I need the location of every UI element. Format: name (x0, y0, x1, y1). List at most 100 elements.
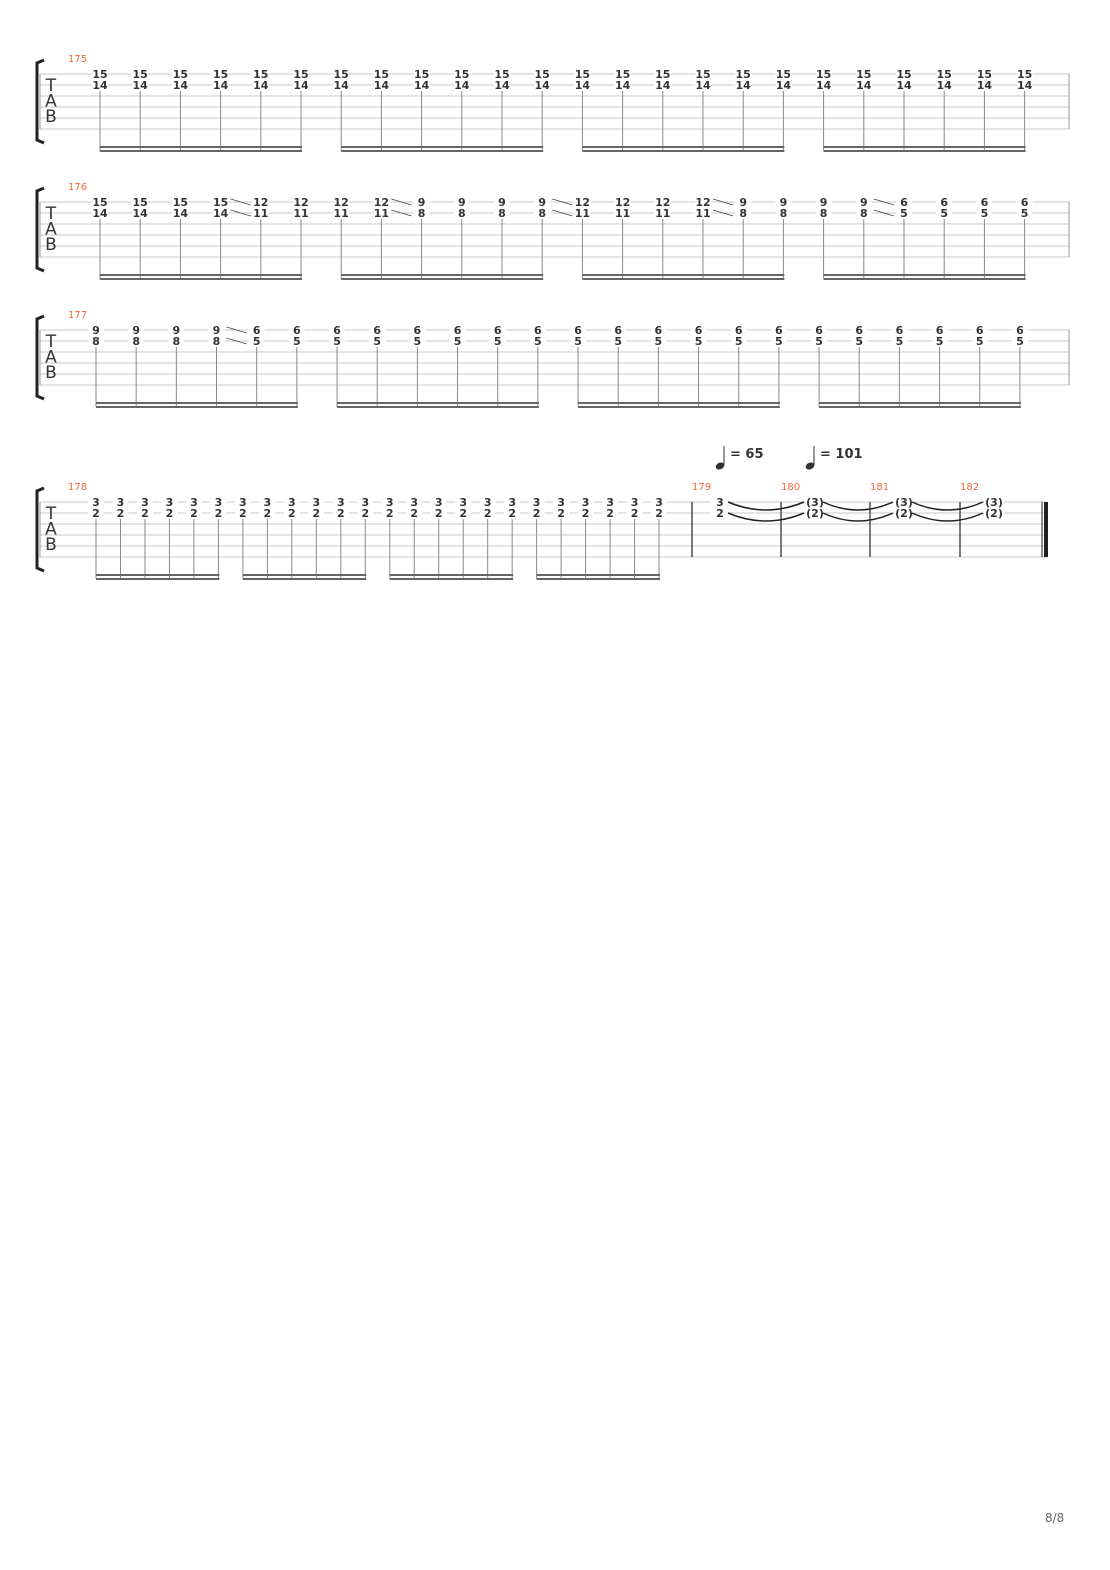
fret-number: 3 (166, 496, 174, 509)
note-bg (479, 497, 496, 507)
fret-number: 5 (1016, 335, 1024, 348)
slide-line (712, 198, 734, 206)
note-bg (409, 336, 426, 346)
system-bracket (35, 314, 45, 401)
measure-number: 181 (870, 482, 889, 493)
beam (341, 146, 544, 148)
note-bg (88, 497, 104, 507)
note-bg (896, 69, 912, 79)
beam (100, 278, 302, 280)
note-bg (695, 197, 711, 207)
fret-number: 11 (655, 207, 670, 220)
note-bg (534, 69, 551, 79)
held-fret-number: (2) (985, 507, 1003, 520)
fret-number: 9 (418, 196, 426, 209)
fret-number: 15 (695, 68, 710, 81)
note-bg (210, 497, 227, 507)
note-bg (185, 497, 202, 507)
fret-number: 5 (293, 335, 301, 348)
note-bg (357, 508, 374, 518)
note-bg (851, 325, 868, 335)
fret-number: 5 (333, 335, 341, 348)
note-bg (1016, 69, 1033, 79)
fret-number: 2 (459, 507, 467, 520)
note-bg (695, 80, 711, 90)
note-bg (690, 325, 707, 335)
tempo-label: = 65 (730, 447, 764, 462)
measure-number: 178 (68, 482, 87, 493)
fret-number: 9 (780, 196, 788, 209)
note-bg (369, 336, 386, 346)
note-bg (534, 208, 551, 218)
note-bg (259, 497, 276, 507)
note-bg (248, 325, 265, 335)
fret-number: 11 (334, 207, 349, 220)
note-bg (373, 208, 390, 218)
note-bg (413, 197, 430, 207)
note-bg (494, 69, 510, 79)
fret-number: 15 (173, 196, 188, 209)
note-bg (293, 69, 309, 79)
note-bg (815, 197, 832, 207)
fret-number: 2 (582, 507, 590, 520)
held-fret-number: (2) (806, 507, 824, 520)
fret-number: 15 (494, 68, 509, 81)
note-bg (92, 208, 108, 218)
fret-number: 15 (133, 68, 148, 81)
tab-system: TAB1779898989865656565656565656565656565… (35, 310, 1070, 408)
fret-number: 6 (815, 324, 823, 337)
fret-number: 14 (92, 207, 108, 220)
fret-number: 11 (575, 207, 590, 220)
fret-number: 14 (293, 79, 309, 92)
tab-clef-letter: T (45, 204, 57, 224)
note-bg (770, 325, 787, 335)
note-bg (161, 497, 178, 507)
note-bg (614, 69, 631, 79)
fret-number: 3 (190, 496, 198, 509)
fret-number: 6 (1016, 324, 1024, 337)
note-bg (112, 497, 129, 507)
fret-number: 8 (538, 207, 546, 220)
note-bg (381, 497, 398, 507)
note-bg (132, 80, 149, 90)
fret-number: 14 (816, 79, 832, 92)
note-bg (373, 197, 390, 207)
fret-number: 3 (582, 496, 590, 509)
fret-number: 5 (900, 207, 908, 220)
fret-number: 5 (534, 335, 542, 348)
beam (96, 406, 298, 408)
fret-number: 6 (940, 196, 948, 209)
fret-number: 2 (190, 507, 198, 520)
note-bg (936, 80, 953, 90)
beam (389, 574, 514, 576)
note-bg (650, 325, 667, 335)
note-bg (283, 508, 300, 518)
fret-number: 14 (454, 79, 470, 92)
note-bg (570, 325, 587, 335)
note-bg (453, 208, 470, 218)
slide-line (552, 209, 573, 217)
tie-arc (727, 501, 805, 511)
note-bg (332, 497, 349, 507)
note-bg (252, 208, 269, 218)
final-barline-thick (1044, 502, 1048, 557)
fret-number: 3 (92, 496, 100, 509)
measure-number: 177 (68, 310, 87, 321)
fret-number: 12 (253, 196, 268, 209)
note-bg (413, 80, 430, 90)
note-bg (775, 208, 792, 218)
fret-number: 5 (735, 335, 743, 348)
note-bg (136, 508, 153, 518)
page-number: 8/8 (1045, 1511, 1065, 1525)
note-bg (1016, 80, 1033, 90)
note-bg (896, 208, 912, 218)
fret-number: 3 (361, 496, 369, 509)
note-bg (855, 208, 872, 218)
note-bg (449, 325, 466, 335)
fret-number: 5 (936, 335, 944, 348)
tie-arc (727, 512, 805, 522)
fret-number: 14 (1017, 79, 1033, 92)
note-bg (971, 325, 988, 335)
